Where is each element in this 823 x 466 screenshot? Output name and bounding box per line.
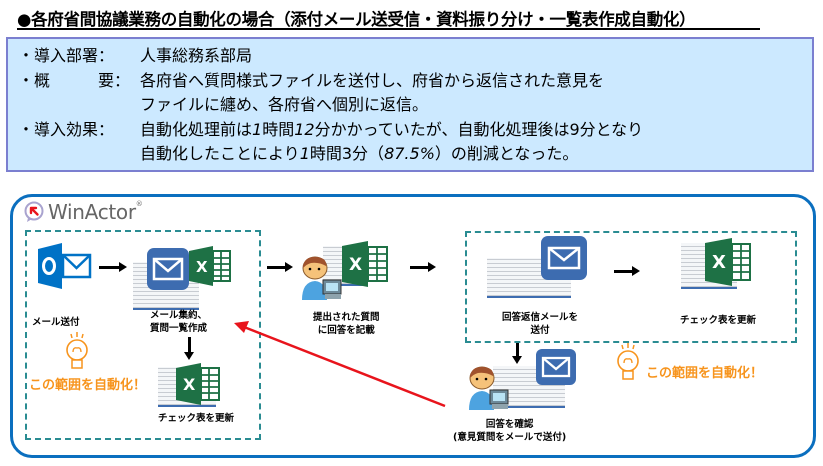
excel-icon: X xyxy=(176,363,220,405)
automate-label-right: この範囲を自動化！ xyxy=(646,366,764,381)
effect-line-1: 自動化処理前は1時間12分かかっていたが、自動化処理後は9分となり xyxy=(140,118,643,143)
logo-name: WinActor xyxy=(48,200,136,224)
winactor-frame xyxy=(10,194,816,458)
arrow-collect-to-answer xyxy=(267,262,293,272)
effect-num: 1 xyxy=(299,144,310,163)
summary-box: ・導入部署： 人事総務系部局 ・概 要： 各府省へ質問様式ファイルを送付し、府省か… xyxy=(6,37,814,172)
arrow-send-to-collect xyxy=(99,262,127,272)
mail-icon xyxy=(536,349,576,385)
arrow-answer-to-reply xyxy=(410,262,436,272)
effect-text: 自動化処理前は xyxy=(140,119,253,139)
title-underline xyxy=(17,28,760,30)
label-mail-send: メール送付 xyxy=(32,317,80,328)
excel-icon: X xyxy=(705,238,751,286)
arrow-collect-to-check xyxy=(184,337,194,360)
arrow-reply-to-confirm xyxy=(512,343,522,364)
lightbulb-icon xyxy=(617,343,639,380)
effect-num: 12 xyxy=(294,119,315,139)
automation-area-right xyxy=(465,231,797,343)
arrow-reply-to-check xyxy=(614,266,640,276)
overview-label-a: ・概 xyxy=(18,70,51,90)
label-answer: 提出された質問 に回答を記載 xyxy=(313,311,380,337)
label-answer-line-1: 提出された質問 xyxy=(313,312,380,323)
label-reply-mail-line-1: 回答返信メールを xyxy=(502,312,579,323)
overview-line-1: 各府省へ質問様式ファイルを送付し、府省から返信された意見を xyxy=(140,70,605,90)
winactor-logo-text: WinActor® xyxy=(48,200,143,224)
label-confirm-line-2: (意見質問をメールで送付) xyxy=(453,432,567,443)
page-title: ●各府省間協議業務の自動化の場合（添付メール送受信・資料振り分け・一覧表作成自動… xyxy=(17,10,696,29)
effect-text: ）の削減となった。 xyxy=(434,144,579,163)
label-reply-mail-line-2: 送付 xyxy=(530,325,550,336)
lightbulb-icon xyxy=(66,332,88,369)
winactor-logo-icon xyxy=(24,201,44,222)
effect-text: 分かかっていたが、自動化処理後は9分となり xyxy=(314,119,644,139)
effect-line-2: 自動化したことにより1時間3分（87.5%）の削減となった。 xyxy=(140,142,578,167)
person-at-pc-icon xyxy=(302,256,342,300)
svg-text:X: X xyxy=(712,252,726,273)
svg-text:X: X xyxy=(349,255,362,275)
summary-overview-row-2: ファイルに纏め、各府省へ個別に返信。 xyxy=(18,93,812,118)
mail-icon xyxy=(147,248,189,290)
label-confirm: 回答を確認 (意見質問をメールで送付) xyxy=(453,418,566,444)
effect-label: ・導入効果： xyxy=(18,119,115,139)
excel-icon: X xyxy=(189,246,231,286)
effect-text: 自動化したことにより xyxy=(140,144,300,163)
excel-icon: X xyxy=(342,241,388,287)
logo-reg-mark: ® xyxy=(135,200,143,208)
effect-percent: 87.5% xyxy=(384,144,435,163)
label-mail-collect: メール集約、 質問一覧作成 xyxy=(150,309,207,335)
feedback-arrow xyxy=(234,321,446,408)
summary-overview-row: ・概 要： 各府省へ質問様式ファイルを送付し、府省から返信された意見を xyxy=(18,69,812,94)
label-check-update-right: チェック表を更新 xyxy=(680,315,757,326)
overview-label: ・概 要： xyxy=(18,69,140,94)
summary-effect-row-2: 自動化したことにより1時間3分（87.5%）の削減となった。 xyxy=(18,142,812,167)
label-answer-line-2: に回答を記載 xyxy=(317,325,375,336)
label-check-update-left: チェック表を更新 xyxy=(158,413,235,424)
summary-effect-row: ・導入効果： 自動化処理前は1時間12分かかっていたが、自動化処理後は9分となり xyxy=(18,118,812,143)
effect-num: 1 xyxy=(252,119,263,139)
effect-text: 時間3分（ xyxy=(309,144,385,163)
effect-text: 時間 xyxy=(262,119,295,139)
label-reply-mail: 回答返信メールを 送付 xyxy=(502,311,578,337)
dept-value: 人事総務系部局 xyxy=(140,46,253,65)
winactor-logo: WinActor® xyxy=(24,200,143,224)
label-confirm-line-1: 回答を確認 xyxy=(485,419,534,430)
summary-dept-row: ・導入部署： 人事総務系部局 xyxy=(18,44,812,69)
label-mail-collect-line-2: 質問一覧作成 xyxy=(150,323,208,334)
mail-icon xyxy=(541,236,587,280)
svg-text:X: X xyxy=(196,258,208,276)
outlook-icon xyxy=(38,243,92,289)
svg-text:X: X xyxy=(183,375,196,394)
overview-label-b: 要： xyxy=(98,70,131,90)
label-mail-collect-line-1: メール集約、 xyxy=(150,310,208,321)
dept-label: ・導入部署： xyxy=(18,46,115,65)
automation-area-left xyxy=(25,230,261,440)
person-at-pc-icon xyxy=(469,366,509,410)
automate-label-left: この範囲を自動化！ xyxy=(29,378,147,393)
overview-line-2: ファイルに纏め、各府省へ個別に返信。 xyxy=(140,95,429,114)
